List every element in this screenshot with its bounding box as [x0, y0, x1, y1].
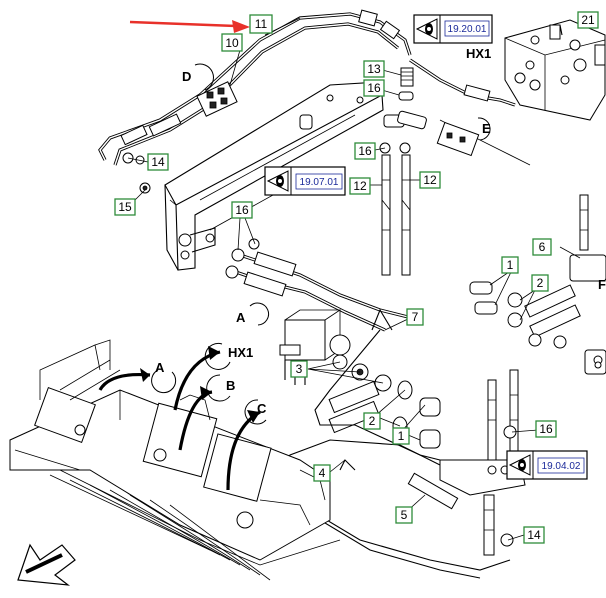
svg-text:C: C	[257, 401, 267, 416]
callout-2-right: 2	[531, 274, 549, 292]
svg-text:1: 1	[507, 258, 514, 272]
callout-6: 6	[532, 238, 552, 256]
svg-text:10: 10	[225, 36, 239, 50]
svg-text:7: 7	[412, 310, 419, 324]
svg-text:B: B	[226, 378, 235, 393]
svg-text:16: 16	[358, 144, 372, 158]
ref-box-19-04-02[interactable]: 19.04.02	[506, 450, 588, 480]
red-pointer-arrow	[129, 20, 250, 33]
callout-21: 21	[577, 11, 599, 29]
svg-text:13: 13	[367, 62, 381, 76]
svg-text:4: 4	[319, 466, 326, 480]
callout-12-right: 12	[419, 171, 441, 189]
callout-16-frame: 16	[231, 201, 253, 219]
fittings-group	[328, 354, 441, 449]
view-eye-icon	[415, 18, 438, 40]
view-label-a-small: A	[151, 360, 177, 394]
vertical-fittings	[379, 67, 427, 276]
view-label-c: C	[244, 399, 267, 425]
callout-7: 7	[406, 308, 424, 326]
svg-text:14: 14	[527, 528, 541, 542]
svg-text:21: 21	[581, 13, 595, 27]
callout-5: 5	[395, 506, 413, 524]
svg-text:3: 3	[296, 362, 303, 376]
view-eye-icon	[508, 454, 531, 476]
hx1-valve-block	[504, 19, 606, 121]
svg-text:11: 11	[255, 17, 268, 31]
svg-text:14: 14	[151, 155, 165, 169]
svg-text:15: 15	[118, 200, 132, 214]
callout-10: 10	[221, 33, 243, 52]
view-label-a: A	[236, 302, 270, 326]
svg-text:2: 2	[537, 276, 544, 290]
right-vertical-hoses	[439, 369, 526, 556]
callout-2-lower: 2	[363, 412, 381, 430]
middle-hoses	[225, 238, 421, 332]
chassis-frame	[164, 81, 384, 271]
svg-text:6: 6	[539, 240, 546, 254]
svg-text:E: E	[482, 121, 491, 136]
svg-text:12: 12	[423, 173, 437, 187]
hx1-hose-assembly	[409, 58, 531, 166]
callout-14-lower: 14	[523, 526, 545, 544]
svg-text:19.04.02: 19.04.02	[542, 461, 581, 472]
svg-text:1: 1	[398, 429, 405, 443]
forward-direction-arrow	[17, 543, 76, 586]
view-label-e: E	[477, 117, 491, 141]
view-eye-icon	[266, 170, 289, 192]
callout-1-lower: 1	[392, 427, 410, 445]
callout-16-lower: 16	[535, 420, 557, 438]
svg-text:A: A	[155, 360, 165, 375]
callout-13: 13	[363, 60, 385, 78]
view-label-hx1-top: HX1	[466, 46, 491, 61]
ref-box-19-07-01[interactable]: 19.07.01	[264, 166, 346, 196]
view-label-d: D	[182, 63, 214, 91]
callout-16-top: 16	[363, 79, 385, 97]
callout-1-right: 1	[501, 256, 519, 274]
top-hose-assembly	[98, 9, 412, 194]
valve-f-group	[469, 194, 606, 375]
ref-box-19-20-01[interactable]: 19.20.01	[413, 14, 493, 44]
callout-4: 4	[313, 464, 331, 482]
leader-lines	[127, 17, 581, 541]
svg-text:2: 2	[369, 414, 376, 428]
callout-15: 15	[114, 198, 136, 216]
callout-11: 11	[249, 14, 273, 34]
callout-16-mid: 16	[354, 142, 376, 160]
lower-hoses	[284, 329, 511, 579]
view-label-hx1-small: HX1	[204, 342, 253, 370]
svg-text:16: 16	[367, 81, 381, 95]
svg-text:A: A	[236, 310, 246, 325]
callout-3: 3	[290, 360, 308, 378]
view-arrows	[98, 346, 261, 491]
svg-text:16: 16	[539, 422, 553, 436]
view-label-b: B	[206, 374, 235, 402]
svg-text:16: 16	[235, 203, 249, 217]
svg-text:19.07.01: 19.07.01	[300, 177, 339, 188]
callout-12-left: 12	[349, 177, 371, 195]
svg-text:12: 12	[353, 179, 367, 193]
svg-text:5: 5	[401, 508, 408, 522]
svg-text:HX1: HX1	[228, 345, 253, 360]
view-label-f: F	[598, 277, 606, 292]
callout-14-top: 14	[147, 153, 169, 171]
svg-text:19.20.01: 19.20.01	[448, 24, 487, 35]
svg-text:D: D	[182, 69, 191, 84]
vehicle-machine	[9, 339, 341, 581]
valve-a-assembly	[279, 308, 393, 385]
